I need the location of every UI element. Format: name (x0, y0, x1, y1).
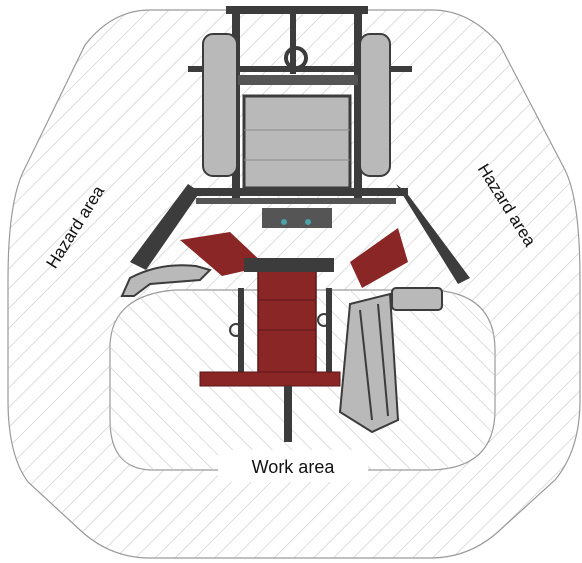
work-area-label-box (218, 450, 368, 482)
work-area-label: Work area (252, 457, 336, 477)
machine-illustration (120, 6, 470, 442)
